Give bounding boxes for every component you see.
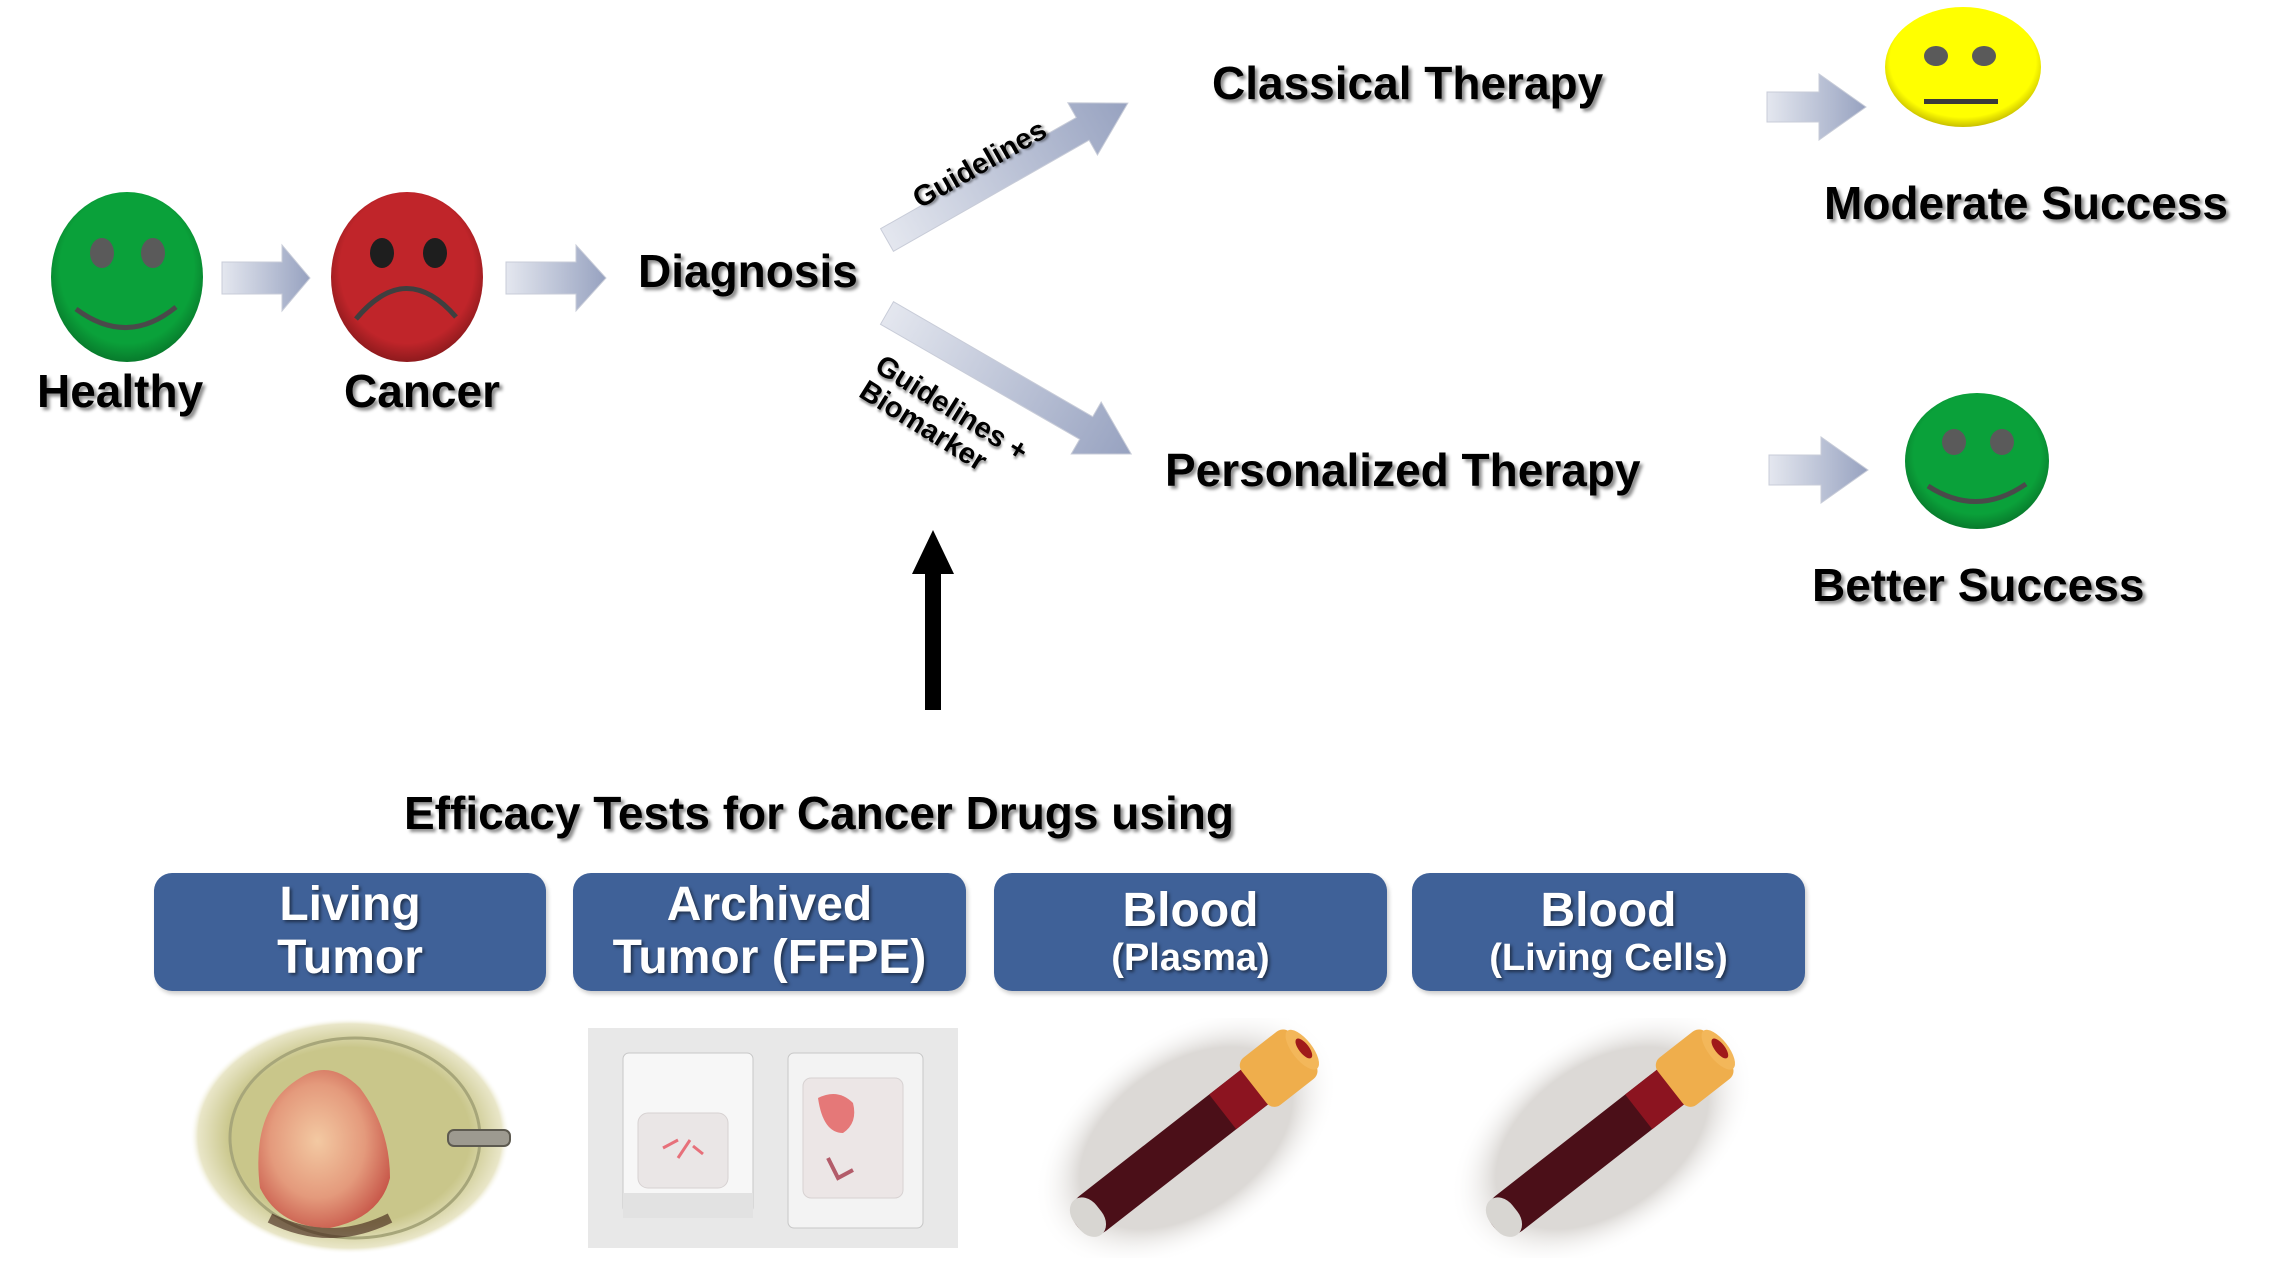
test-box-living-tumor: Living Tumor	[154, 873, 546, 991]
happy-face-icon	[1905, 393, 2049, 529]
happy-face-icon	[51, 192, 203, 362]
neutral-face-icon	[1885, 7, 2041, 127]
cancer-face	[331, 192, 483, 362]
test-box-line1: Archived	[666, 878, 873, 932]
arrow-personalized-to-outcome	[1768, 436, 1869, 504]
personalized-therapy-label: Personalized Therapy	[1165, 444, 1641, 496]
test-box-line2: (Plasma)	[1111, 936, 1270, 979]
test-box-line1: Blood	[1122, 883, 1259, 937]
arrow-tests-to-diagnosis	[912, 530, 954, 710]
test-box-blood-cells: Blood (Living Cells)	[1412, 873, 1805, 991]
blood-tube-photo-cells	[1450, 1018, 1754, 1258]
test-box-blood-plasma: Blood (Plasma)	[994, 873, 1387, 991]
classical-therapy-label: Classical Therapy	[1212, 57, 1604, 109]
healthy-face	[51, 192, 203, 362]
arrow-diagnosis-to-personalized	[879, 301, 1133, 455]
tests-title: Efficacy Tests for Cancer Drugs using	[404, 787, 1234, 839]
test-box-line2: Tumor (FFPE)	[612, 931, 927, 984]
better-success-face	[1905, 393, 2049, 529]
test-box-line1: Living	[279, 878, 421, 932]
arrow-healthy-to-cancer	[221, 243, 311, 313]
blood-tube-photo-plasma	[1034, 1018, 1338, 1258]
ffpe-cassettes-photo	[588, 1028, 958, 1248]
cancer-label: Cancer	[344, 365, 500, 417]
arrow-cancer-to-diagnosis	[505, 243, 607, 313]
sad-face-icon	[331, 192, 483, 362]
tumor-tissue-photo	[190, 1018, 511, 1254]
healthy-label: Healthy	[37, 365, 204, 417]
moderate-success-face	[1885, 7, 2041, 127]
moderate-success-label: Moderate Success	[1824, 177, 2228, 229]
better-success-label: Better Success	[1812, 559, 2145, 611]
arrow-diagnosis-to-classical	[879, 102, 1129, 252]
test-box-line2: (Living Cells)	[1489, 936, 1728, 979]
test-box-line2: Tumor	[277, 931, 423, 984]
diagnosis-label: Diagnosis	[638, 245, 858, 297]
arrow-classical-to-outcome	[1766, 73, 1867, 141]
test-box-archived-tumor: Archived Tumor (FFPE)	[573, 873, 966, 991]
test-box-line1: Blood	[1540, 883, 1677, 937]
